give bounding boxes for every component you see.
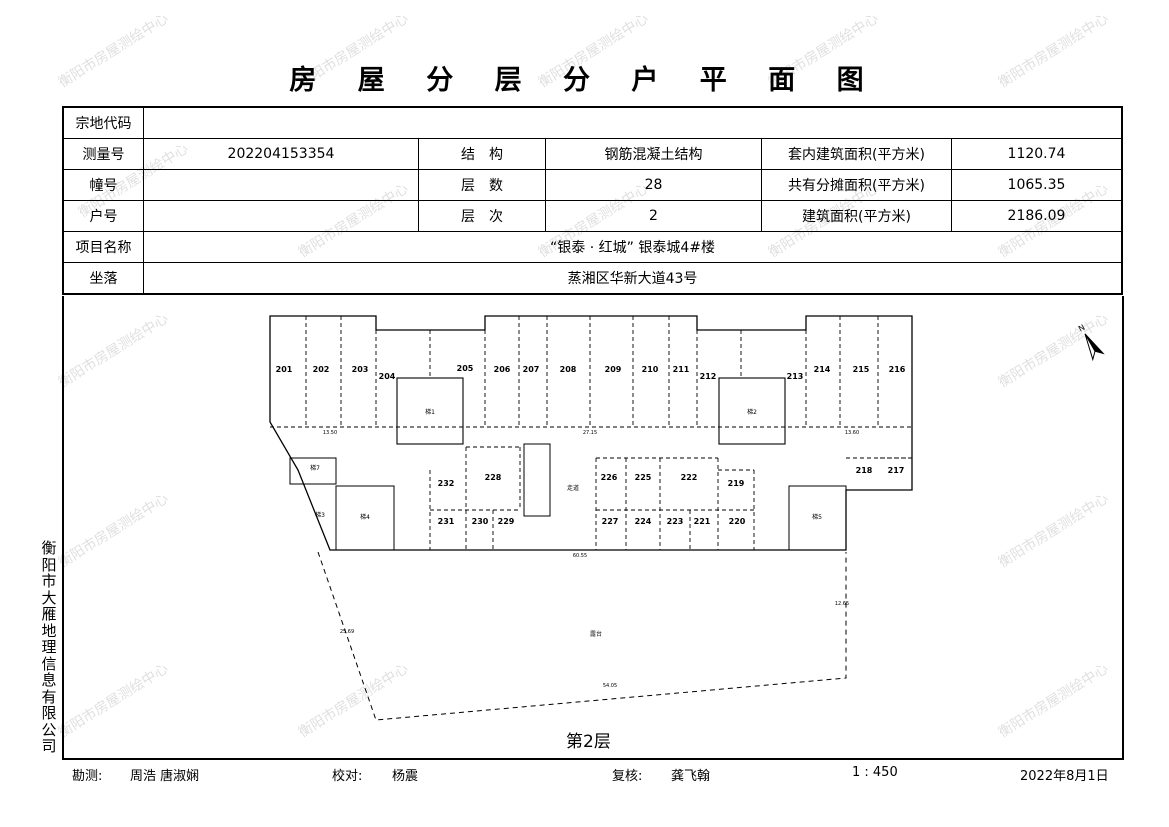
unit-no-label: 户号 — [62, 200, 144, 232]
building-area: 2186.09 — [951, 200, 1123, 232]
dimension-label: 25.69 — [340, 629, 354, 635]
room-label: 202 — [313, 365, 330, 374]
building-area-label: 建筑面积(平方米) — [761, 200, 952, 232]
shared-area: 1065.35 — [951, 169, 1123, 201]
page-title: 房 屋 分 层 分 户 平 面 图 — [289, 65, 880, 96]
stair-core-5 — [788, 485, 847, 551]
room-label: 211 — [673, 365, 690, 374]
building-no — [143, 169, 419, 201]
info-table: 宗地代码 测量号 202204153354 结 构 钢筋混凝土结构 套内建筑面积… — [62, 106, 1123, 295]
room-label: 217 — [888, 466, 905, 475]
surveyor-label: 勘测: — [72, 769, 103, 784]
project-name: “银泰 · 红城” 银泰城4#楼 — [143, 231, 1123, 263]
shaft — [523, 443, 551, 517]
stair-label: 梯2 — [747, 408, 757, 416]
surveyor: 周浩 唐淑娴 — [130, 769, 200, 784]
room-label: 218 — [856, 466, 873, 475]
floor-label: 第2层 — [566, 732, 611, 752]
stair-label: 梯7 — [310, 464, 320, 472]
inner-area-label: 套内建筑面积(平方米) — [761, 138, 952, 170]
stair-core-1 — [396, 377, 464, 445]
room-label: 207 — [523, 365, 540, 374]
location-label: 坐落 — [62, 262, 144, 295]
dimension-label: 27.15 — [583, 430, 597, 436]
room-label: 205 — [457, 364, 474, 373]
room-label: 210 — [642, 365, 659, 374]
dimension-label: 54.05 — [603, 683, 617, 689]
room-label: 232 — [438, 479, 455, 488]
stair-core-7 — [289, 457, 337, 485]
drawing-area — [62, 296, 1124, 760]
room-label: 231 — [438, 517, 455, 526]
room-label: 212 — [700, 372, 717, 381]
room-label: 228 — [485, 473, 502, 482]
stair-label: 梯1 — [425, 408, 435, 416]
corridor-label: 走道 — [567, 484, 579, 492]
room-label: 203 — [352, 365, 369, 374]
room-label: 226 — [601, 473, 618, 482]
floors: 28 — [545, 169, 762, 201]
room-label: 221 — [694, 517, 711, 526]
stair-core-4 — [335, 485, 395, 551]
terrace-label: 露台 — [590, 630, 602, 638]
room-label: 214 — [814, 365, 831, 374]
building-no-label: 幢号 — [62, 169, 144, 201]
room-label: 219 — [728, 479, 745, 488]
dimension-label: 13.60 — [845, 430, 859, 436]
terrace-outline — [317, 551, 847, 721]
reviewer-label: 复核: — [612, 769, 643, 784]
project-label: 项目名称 — [62, 231, 144, 263]
checker: 杨震 — [392, 769, 419, 784]
company-name: 衡阳市大雁地理信息有限公司 — [41, 539, 57, 755]
room-label: 201 — [276, 365, 293, 374]
checker-label: 校对: — [332, 769, 363, 784]
room-label: 225 — [635, 473, 652, 482]
reviewer: 龚飞翰 — [671, 769, 711, 784]
svg-text:N: N — [1077, 323, 1087, 334]
room-label: 216 — [889, 365, 906, 374]
date: 2022年8月1日 — [1020, 769, 1109, 784]
scale: 1 : 450 — [852, 765, 898, 780]
room-label: 230 — [472, 517, 489, 526]
dimension-label: 12.65 — [835, 601, 849, 607]
room-label: 220 — [729, 517, 746, 526]
room-label: 209 — [605, 365, 622, 374]
room-label: 229 — [498, 517, 515, 526]
room-label: 208 — [560, 365, 577, 374]
room-label: 224 — [635, 517, 652, 526]
shared-area-label: 共有分摊面积(平方米) — [761, 169, 952, 201]
stair-label: 梯3 — [315, 511, 325, 519]
stair-core-2 — [718, 377, 786, 445]
stair-label: 梯5 — [812, 513, 822, 521]
room-label: 227 — [602, 517, 619, 526]
room-label: 204 — [379, 372, 396, 381]
structure-label: 结 构 — [418, 138, 546, 170]
survey-no-label: 测量号 — [62, 138, 144, 170]
room-label: 213 — [787, 372, 804, 381]
inner-area: 1120.74 — [951, 138, 1123, 170]
room-label: 206 — [494, 365, 511, 374]
dimension-label: 60.55 — [573, 553, 587, 559]
dimension-label: 13.50 — [323, 430, 337, 436]
room-label: 215 — [853, 365, 870, 374]
stair-label: 梯4 — [360, 513, 370, 521]
location: 蒸湘区华新大道43号 — [143, 262, 1123, 295]
room-label: 222 — [681, 473, 698, 482]
north-arrow-icon: N — [1077, 323, 1105, 362]
room-label: 223 — [667, 517, 684, 526]
